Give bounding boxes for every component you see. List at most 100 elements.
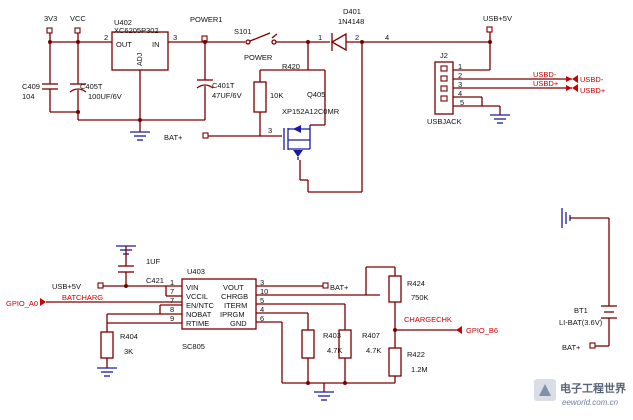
c421-value: 1UF [146,257,161,266]
r424-value: 750K [411,293,429,302]
s101-label: POWER [244,53,273,62]
u403-pinnum-nobat: 8 [170,305,174,314]
capacitor-c401t [196,42,214,120]
mosfet-q405 [260,42,363,193]
usb5v-terminal-charger [97,282,104,289]
net-label-power1: POWER1 [190,15,223,24]
j2-pin-4: 4 [458,89,462,98]
s101-ref: S101 [234,27,252,36]
bat-plus-terminal-battery [589,342,596,349]
watermark-logo: 电子工程世界 eeworld.com.cn [534,379,626,407]
resistor-r422 [388,347,402,383]
resistor-r420 [253,70,267,136]
j2-pin-2: 2 [458,71,462,80]
u402-pinnum-2: 2 [104,33,108,42]
r403-value: 4.7K [327,346,342,355]
u403-pinnum-vin: 1 [170,278,174,287]
r424-ref: R424 [407,279,425,288]
u403-pin-iprgm: IPRGM [220,310,245,319]
gpio-b6-label: GPIO_B6 [466,326,498,335]
q405-ref: Q405 [307,90,325,99]
r404-value: 3K [124,347,133,356]
usbd-plus-outer: USBD+ [580,86,606,95]
u402-pin-out: OUT [116,40,132,49]
u403-pin-vin: VIN [186,283,199,292]
j2-name: USBJACK [427,117,462,126]
c409-value: 104 [22,92,35,101]
u403-pin-vout: VOUT [223,283,244,292]
watermark-url: eeworld.com.cn [562,398,619,407]
vcc-terminal [74,27,81,34]
bat-label-battery: BAT+ [562,343,581,352]
u403-ref: U403 [187,267,205,276]
bat-plus-terminal-top [202,132,209,139]
u402-ref: U402 [114,18,132,27]
ground-symbol-charger [314,391,334,401]
capacitor-c421 [116,245,136,286]
resistor-r404 [97,331,117,377]
r407-ref: R407 [362,331,380,340]
u403-pinnum-chrgb: 10 [260,287,268,296]
d401-part: 1N4148 [338,17,364,26]
ground-symbol-j2 [490,114,510,124]
capacitor-c409 [42,42,58,112]
u403-pinnum-iterm: 5 [260,296,264,305]
bt1-part: LI-BAT(3.6V) [559,318,603,327]
c401t-value: 47UF/6V [212,91,242,100]
j2-pin-5: 5 [460,98,464,107]
bat-plus-terminal-charger [322,282,329,289]
u403-pin-chrgb: CHRGB [221,292,248,301]
usbd-minus-outer: USBD- [580,75,604,84]
gpio-a0-label: GPIO_A0 [6,299,38,308]
resistor-r407 [338,329,352,383]
u403-pinnum-gnd: 6 [260,314,264,323]
u403-part: SC805 [182,342,205,351]
bat-label-top: BAT+ [164,133,183,142]
connector-j2-usbjack [434,61,572,115]
usb5v-terminal-top [486,26,493,33]
u403-pin-nobat: NOBAT [186,310,212,319]
3v3-terminal [46,27,53,34]
u403-pin-iterm: ITERM [224,301,247,310]
diode-pin-2: 2 [355,33,359,42]
batcharg-label: BATCHARG [62,293,103,302]
r422-value: 1.2M [411,365,428,374]
switch-s101[interactable] [205,32,330,45]
diode-d401 [330,32,420,52]
net-label-3v3: 3V3 [44,14,57,23]
u403-pinnum-vccil: 7 [170,287,174,296]
capacitor-c405t [69,42,87,112]
bat-out-label: BAT+ [330,283,349,292]
u402-pinnum-3: 3 [173,33,177,42]
r420-value: 10K [270,91,283,100]
j2-pin-3: 3 [458,80,462,89]
q405-part: XP152A12C0MR [282,107,340,116]
c421-ref: C421 [146,276,164,285]
d401-ref: D401 [343,7,361,16]
r422-ref: R422 [407,350,425,359]
battery-bt1 [561,208,617,347]
u403-pin-vccil: VCCIL [186,292,208,301]
usbd-minus-inner: USBD- [533,70,557,79]
bt1-ref: BT1 [574,306,588,315]
u403-pinnum-en-ntc: 7 [170,296,174,305]
chargechk-label: CHARGECHK [404,315,452,324]
watermark-title: 电子工程世界 [560,381,626,395]
r404-ref: R404 [120,332,138,341]
usb5v-label-charger: USB+5V [52,282,81,291]
j2-pin-1: 1 [458,62,462,71]
usbd-plus-inner: USBD+ [533,79,559,88]
u403-pin-gnd: GND [230,319,247,328]
u403-pinnum-rtime: 9 [170,314,174,323]
u403-pinnum-vout: 3 [260,278,264,287]
r407-value: 4.7K [366,346,381,355]
q405-pin-3: 3 [268,126,272,135]
r420-ref: R420 [282,62,300,71]
u403-pinnum-iprgm: 4 [260,305,264,314]
net-label-vcc: VCC [70,14,86,23]
c409-ref: C409 [22,82,40,91]
resistor-r424 [388,267,402,348]
u403-pin-en-ntc: EN/NTC [186,301,215,310]
c401t-ref: C401T [212,81,235,90]
u403-pin-rtime: RTIME [186,319,209,328]
